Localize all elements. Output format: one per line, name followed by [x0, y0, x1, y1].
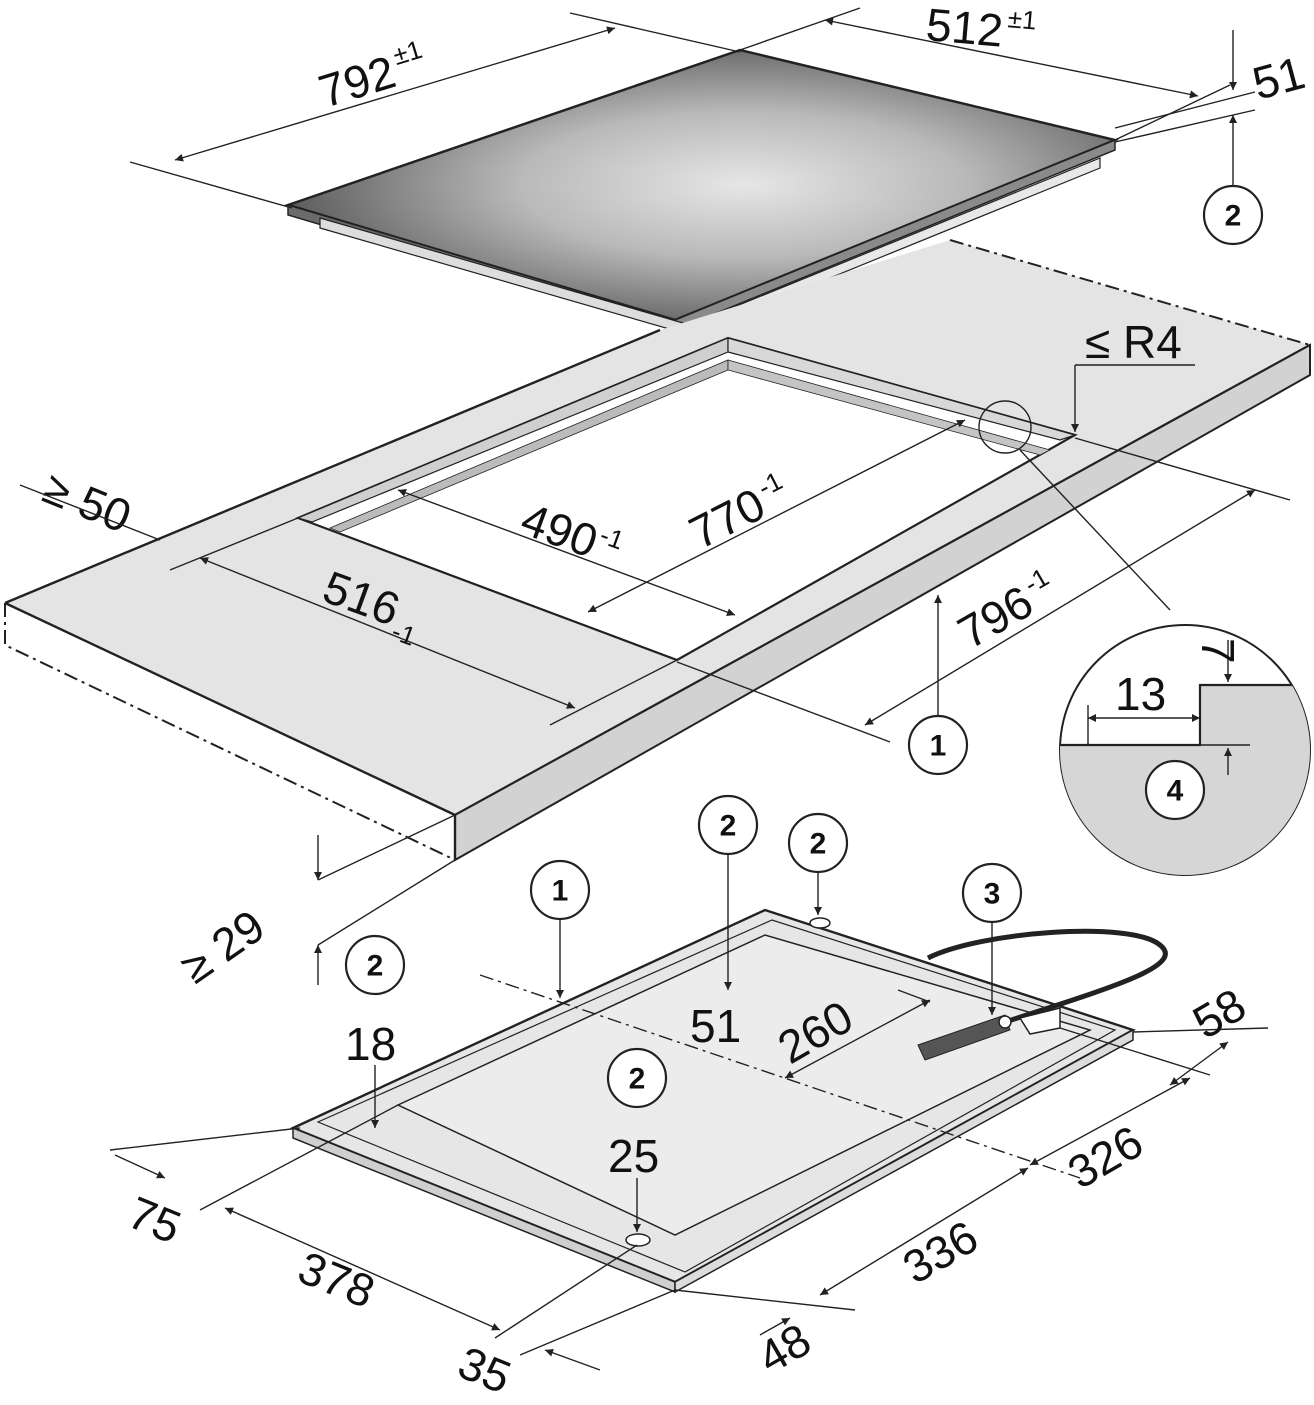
rebate-detail: 13 7 4 [1059, 624, 1311, 876]
dim-326-label: 326 [1059, 1115, 1151, 1198]
ext-line-512-left [739, 7, 861, 51]
inner-wall-right [727, 359, 1052, 456]
callout-1-worktop-number: 1 [930, 730, 947, 763]
worktop-left-edge [4, 328, 661, 605]
ext-line-50 [19, 484, 161, 541]
ext-line-48-a [674, 1289, 856, 1311]
worktop-back-dash [949, 239, 1311, 346]
ext-line-51-top [1114, 91, 1256, 129]
dim-arrow-75 [114, 1154, 166, 1179]
dim-336-label: 336 [894, 1210, 986, 1293]
ext-line-796-b [676, 661, 891, 743]
hob-bottom-view: 1 2 2 2 2 3 18 51 25 260 58 326 [109, 794, 1269, 1403]
dim-378-label: 378 [291, 1241, 382, 1318]
dim-512-label: 512±1 [924, 0, 1038, 60]
worktop-cutout: ≥ 50 516-1 490-1 770-1 796-1 ≤ R4 1 [4, 239, 1311, 993]
dim-line-792 [174, 26, 616, 162]
dim-arrow-35 [544, 1348, 601, 1371]
dim-35-label: 35 [451, 1336, 518, 1400]
dim-75-label: 75 [121, 1186, 188, 1253]
ext-line-58-a [1132, 1027, 1269, 1033]
ext-line-796-a [1074, 437, 1291, 501]
dim-51-bottom-label: 51 [690, 1000, 741, 1052]
ext-line-792-left [129, 161, 293, 209]
rebate-back-right [727, 337, 1078, 441]
hob-underside-edge-side [674, 1028, 1134, 1294]
callout-1-worktop [907, 714, 969, 776]
dim-51-top-label: 51 [1247, 46, 1310, 109]
callout-4-number: 4 [1167, 775, 1184, 808]
callout-2-top-number: 2 [1225, 200, 1242, 233]
hob-top-view: 792±1 512±1 51 2 [129, 0, 1310, 336]
ext-line-75-b [199, 1104, 399, 1211]
callout-2-front [606, 1047, 668, 1109]
ext-line-75-a [109, 1127, 301, 1151]
worktop-left-dash [4, 603, 456, 861]
hob-frame-inner [316, 919, 1117, 1273]
dim-line-796 [864, 489, 1256, 726]
ext-line-29-top [317, 814, 456, 881]
callout-2-back-number: 2 [810, 828, 827, 861]
power-cable [926, 928, 1168, 1025]
dim-arrow-48 [759, 1317, 791, 1336]
centreline [479, 974, 1081, 1179]
dim-48-label: 48 [749, 1313, 819, 1384]
callout-2-left-number: 2 [367, 950, 384, 983]
radius-label: ≤ R4 [1085, 316, 1182, 368]
dim-29-label: ≥ 29 [171, 899, 274, 993]
ext-line-29-bottom [317, 859, 456, 946]
callout-2-center [697, 794, 759, 856]
ext-line-516-a [169, 517, 299, 571]
dim-58-label: 58 [1184, 978, 1254, 1049]
callout-2-front-number: 2 [629, 1063, 646, 1096]
detail-leader [1019, 449, 1171, 611]
dim-line-770 [587, 419, 966, 613]
callout-3-number: 3 [984, 878, 1001, 911]
dim-line-516 [199, 557, 576, 709]
ext-line-35 [519, 1289, 676, 1356]
callout-4 [1144, 759, 1206, 821]
callout-2-back [787, 812, 849, 874]
dim-792-label: 792±1 [312, 34, 432, 118]
callout-3 [961, 862, 1023, 924]
callout-1-bottom-number: 1 [552, 875, 569, 908]
dim-25-label: 25 [608, 1130, 659, 1182]
foot-front [625, 1233, 651, 1247]
dim-line-58 [1169, 1041, 1229, 1086]
dim-7-label: 7 [1192, 638, 1244, 664]
dim-18-label: 18 [345, 1018, 396, 1070]
ext-line-378 [494, 1244, 638, 1339]
callout-1-bottom [529, 859, 591, 921]
callout-2-top [1202, 184, 1264, 246]
ext-line-51-bottom [1114, 109, 1256, 143]
dim-13-label: 13 [1115, 668, 1166, 720]
dim-line-378 [224, 1207, 501, 1331]
dim-line-336 [819, 1167, 1029, 1296]
cable-entry [998, 1015, 1012, 1029]
dim-line-260 [784, 999, 931, 1079]
foot-back [809, 917, 831, 929]
callout-2-left [344, 934, 406, 996]
dim-796-label: 796-1 [949, 562, 1065, 659]
dim-line-512 [824, 17, 1199, 99]
dim-line-326 [1029, 1077, 1191, 1166]
ext-line-792-right [569, 12, 741, 53]
ext-line-516-b [549, 659, 678, 726]
detail-marker-circle [978, 400, 1032, 454]
dim-50-label: ≥ 50 [36, 461, 138, 543]
callout-2-center-number: 2 [720, 810, 737, 843]
